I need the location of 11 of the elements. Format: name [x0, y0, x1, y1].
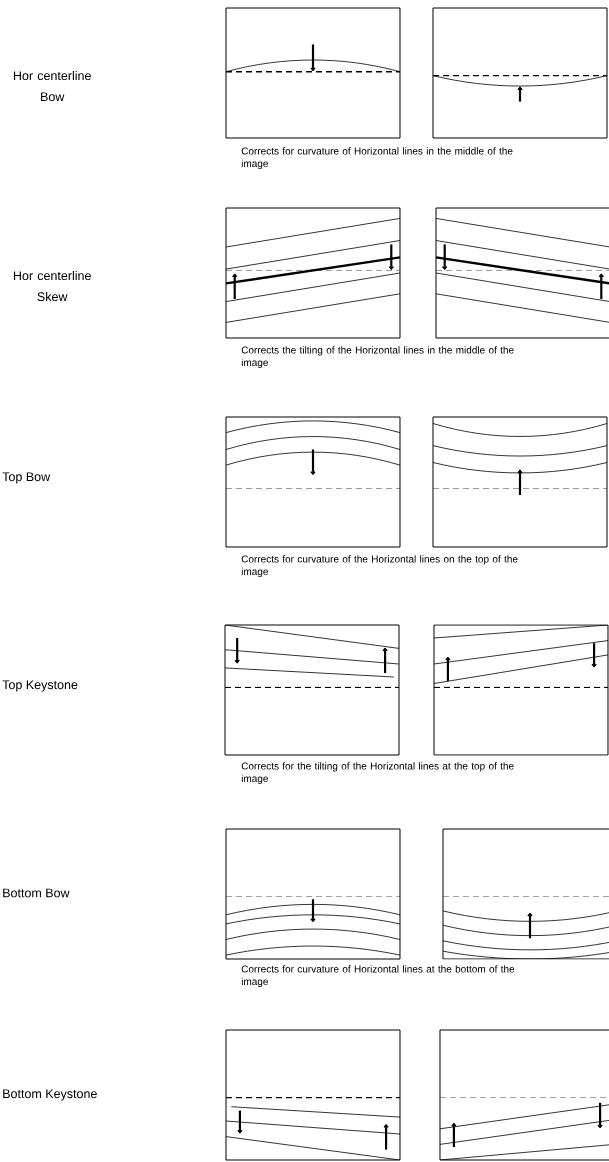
caption: Corrects the tilting of the Horizontal lines in the middle of the image [241, 346, 514, 368]
caption: Corrects for curvature of the Horizontal lines on the top of the image [241, 555, 518, 577]
row-label: Bottom Bow [3, 888, 70, 898]
caption: Corrects for curvature of Horizontal lines at the bottom of the image [241, 965, 515, 987]
row-label: Top Keystone [2, 680, 78, 692]
row-label: Hor centerline Bow [13, 70, 91, 102]
caption: Corrects for the tilting of the Horizontal lines at the top of the image [241, 762, 514, 784]
row-label: Hor centerline Skew [13, 270, 91, 302]
row-label: Top Bow [2, 472, 51, 484]
row-label: Bottom Keystone [3, 1089, 97, 1101]
caption: Corrects for curvature of Horizontal lines in the middle of the image [241, 147, 513, 170]
